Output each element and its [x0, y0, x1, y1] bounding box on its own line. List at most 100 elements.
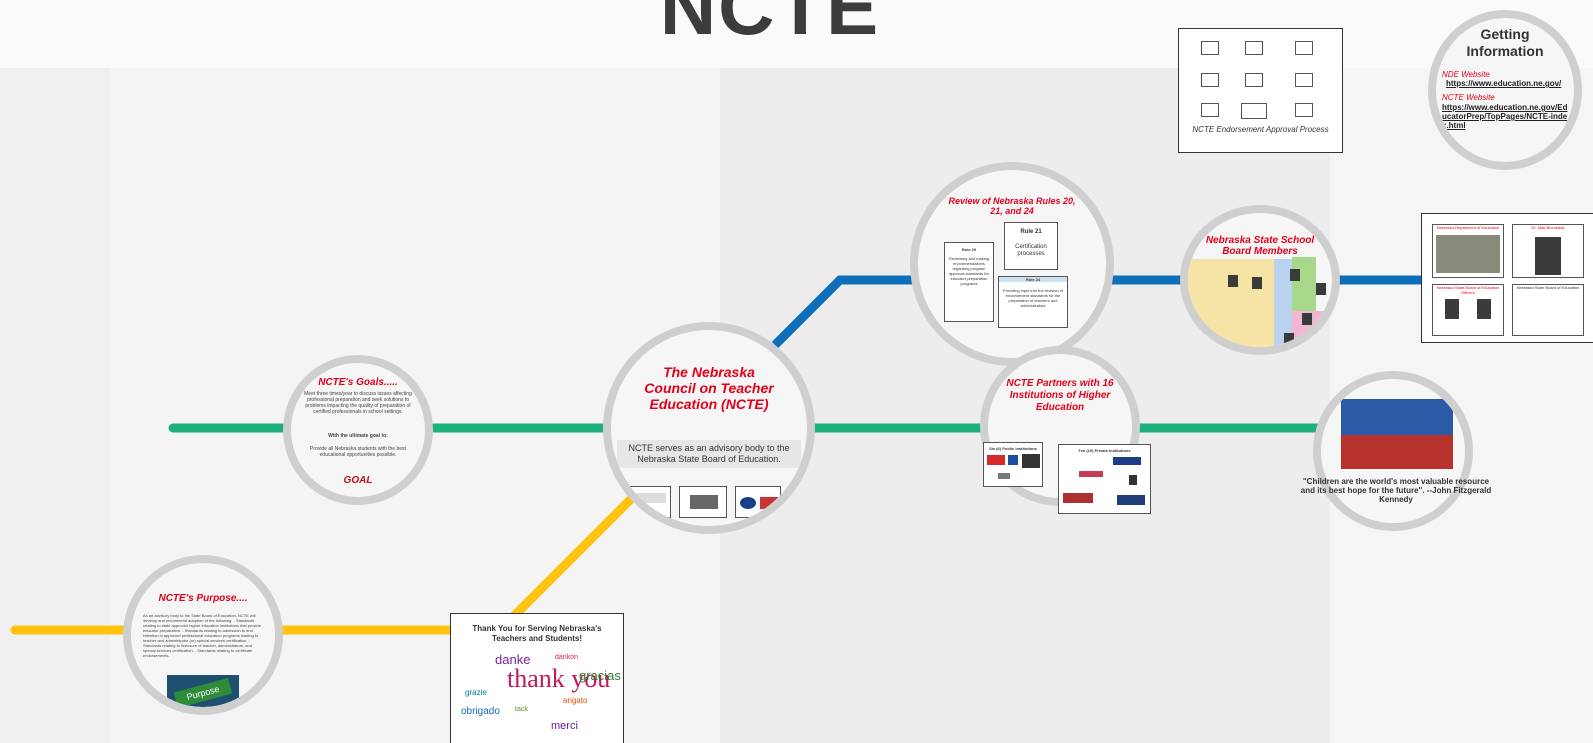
- public-institutions-box[interactable]: Six (6) Public Institutions: [983, 442, 1043, 487]
- word-cloud-word: gracias: [579, 668, 621, 683]
- institution-logo: [998, 473, 1010, 479]
- officers-card-title: Nebraska State Board of Education Office…: [1436, 285, 1500, 295]
- nde-panel[interactable]: Nebraska Department of Education Dr. Mat…: [1421, 213, 1593, 343]
- institution-logo: [1129, 475, 1137, 485]
- center-thumb-2[interactable]: [679, 486, 727, 518]
- getting-info-title: Getting Information: [1466, 26, 1544, 59]
- nde-website-label: NDE Website: [1442, 70, 1490, 79]
- endorsement-caption: NCTE Endorsement Approval Process: [1192, 125, 1329, 134]
- blue-path-line: [771, 275, 1593, 349]
- nebraska-map-west: [1188, 259, 1276, 347]
- nde-website-link[interactable]: https://www.education.ne.gov/: [1446, 79, 1562, 88]
- nebraska-map-district: [1292, 257, 1316, 311]
- getting-info-circle[interactable]: Getting Information NDE Website https://…: [1428, 10, 1582, 170]
- nde-card[interactable]: Nebraska Department of Education: [1432, 224, 1504, 278]
- process-step: [1245, 41, 1263, 55]
- thumb-content: [690, 495, 718, 509]
- purpose-sign-image: Purpose: [167, 675, 239, 707]
- officer-photo: [1477, 299, 1491, 319]
- goals-goal-body: Provide all Nebraska students with the b…: [310, 446, 406, 458]
- board-member-photo: [1228, 275, 1238, 287]
- center-circle[interactable]: The Nebraska Council on Teacher Educatio…: [603, 322, 815, 534]
- institution-logo: [987, 455, 1005, 465]
- public-institutions-title: Six (6) Public Institutions: [989, 446, 1037, 451]
- children-photo: [1341, 399, 1453, 469]
- nebraska-map-district: [1274, 259, 1294, 347]
- institution-logo: [1008, 455, 1018, 465]
- institution-logo: [1113, 457, 1141, 465]
- private-institutions-box[interactable]: Ten (10) Private Institutions: [1058, 444, 1151, 514]
- quote-circle[interactable]: [1313, 371, 1473, 531]
- board-member-photo: [1252, 277, 1262, 289]
- officers-card[interactable]: Nebraska State Board of Education Office…: [1432, 284, 1504, 336]
- rule-20-box[interactable]: Rule 20 Reviewing and making recommendat…: [944, 242, 994, 322]
- word-cloud-word: dankon: [555, 654, 578, 661]
- board-circle[interactable]: Nebraska State School Board Members: [1180, 205, 1340, 355]
- nde-card-title: Nebraska Department of Education: [1436, 225, 1500, 230]
- board-member-photo: [1290, 269, 1300, 281]
- rule-24-title: Rule 24: [999, 277, 1067, 282]
- children-photo-detail: [1341, 435, 1453, 469]
- board-member-photo: [1302, 313, 1312, 325]
- rule-21-title: Rule 21: [1020, 229, 1042, 235]
- center-title: The Nebraska Council on Teacher Educatio…: [644, 364, 774, 412]
- word-cloud-word: grazie: [465, 688, 487, 697]
- rules-title: Review of Nebraska Rules 20, 21, and 24: [948, 196, 1076, 216]
- goals-heading: With the ultimate goal to:: [328, 433, 388, 439]
- process-step: [1201, 103, 1219, 117]
- process-step: [1241, 103, 1267, 119]
- yellow-path-line: [10, 485, 645, 635]
- center-thumb-1[interactable]: [625, 486, 671, 518]
- word-cloud-word: obrigado: [461, 706, 500, 717]
- process-step: [1201, 73, 1219, 87]
- purpose-title: NCTE's Purpose....: [158, 593, 248, 604]
- thumb-content: [632, 493, 666, 503]
- thank-you-word-cloud: thank you danke gracias obrigado merci a…: [459, 650, 621, 742]
- commissioner-card[interactable]: Dr. Matt Blomstedt: [1512, 224, 1584, 278]
- nde-building-photo: [1436, 235, 1500, 273]
- process-step: [1295, 73, 1313, 87]
- center-body: NCTE serves as an advisory body to the N…: [617, 440, 801, 468]
- board-member-photo: [1318, 323, 1328, 335]
- institution-logo: [1022, 454, 1040, 468]
- main-title: NCTE: [659, 0, 881, 51]
- rule-24-body: Providing input into the revision of end…: [1002, 288, 1064, 308]
- board-member-photo: [1316, 283, 1326, 295]
- commissioner-photo: [1535, 237, 1561, 275]
- process-step: [1295, 41, 1313, 55]
- rule-21-box[interactable]: Rule 21 Certification processes: [1004, 222, 1058, 270]
- partners-title: NCTE Partners with 16 Institutions of Hi…: [1006, 378, 1114, 413]
- purpose-circle[interactable]: NCTE's Purpose.... As an advisory body t…: [123, 555, 283, 715]
- thumb-logo: [760, 497, 778, 509]
- thank-you-title: Thank You for Serving Nebraska's Teacher…: [472, 624, 602, 643]
- purpose-body: As an advisory body to the State Board o…: [143, 613, 261, 658]
- rule-24-box[interactable]: Rule 24 Providing input into the revisio…: [998, 276, 1068, 328]
- center-thumb-3[interactable]: [735, 486, 781, 518]
- goals-body: Meet three times/year to discuss issues …: [304, 391, 412, 415]
- goals-circle[interactable]: NCTE's Goals..... Meet three times/year …: [283, 355, 433, 505]
- thumb-logo: [740, 497, 756, 509]
- goal-logo: GOAL: [343, 475, 373, 486]
- word-cloud-word: danke: [495, 652, 531, 667]
- process-step: [1245, 73, 1263, 87]
- word-cloud-word: arigato: [563, 696, 588, 705]
- ncte-website-label: NCTE Website: [1442, 93, 1495, 102]
- commissioner-card-title: Dr. Matt Blomstedt: [1531, 225, 1565, 230]
- board-title: Nebraska State School Board Members: [1205, 235, 1315, 257]
- rules-circle[interactable]: Review of Nebraska Rules 20, 21, and 24 …: [910, 162, 1114, 366]
- private-institutions-title: Ten (10) Private Institutions: [1078, 448, 1131, 453]
- institution-logo: [1063, 493, 1093, 503]
- background-band: [0, 0, 110, 743]
- rule-20-body: Reviewing and making recommendations reg…: [948, 256, 990, 286]
- word-cloud-word: thank you: [507, 664, 611, 693]
- state-board-card[interactable]: Nebraska State Board of Education: [1512, 284, 1584, 336]
- state-board-card-title: Nebraska State Board of Education: [1516, 285, 1580, 290]
- purpose-sign-text: Purpose: [173, 678, 233, 707]
- thank-you-panel[interactable]: Thank You for Serving Nebraska's Teacher…: [450, 613, 624, 743]
- ncte-website-link[interactable]: https://www.education.ne.gov/EducatorPre…: [1442, 103, 1568, 130]
- institution-logo: [1079, 471, 1103, 477]
- rule-21-body: Certification processes: [1015, 244, 1047, 257]
- endorsement-process-panel[interactable]: NCTE Endorsement Approval Process: [1178, 28, 1343, 153]
- board-member-photo: [1284, 333, 1294, 345]
- jfk-quote: "Children are the world's most valuable …: [1300, 477, 1492, 504]
